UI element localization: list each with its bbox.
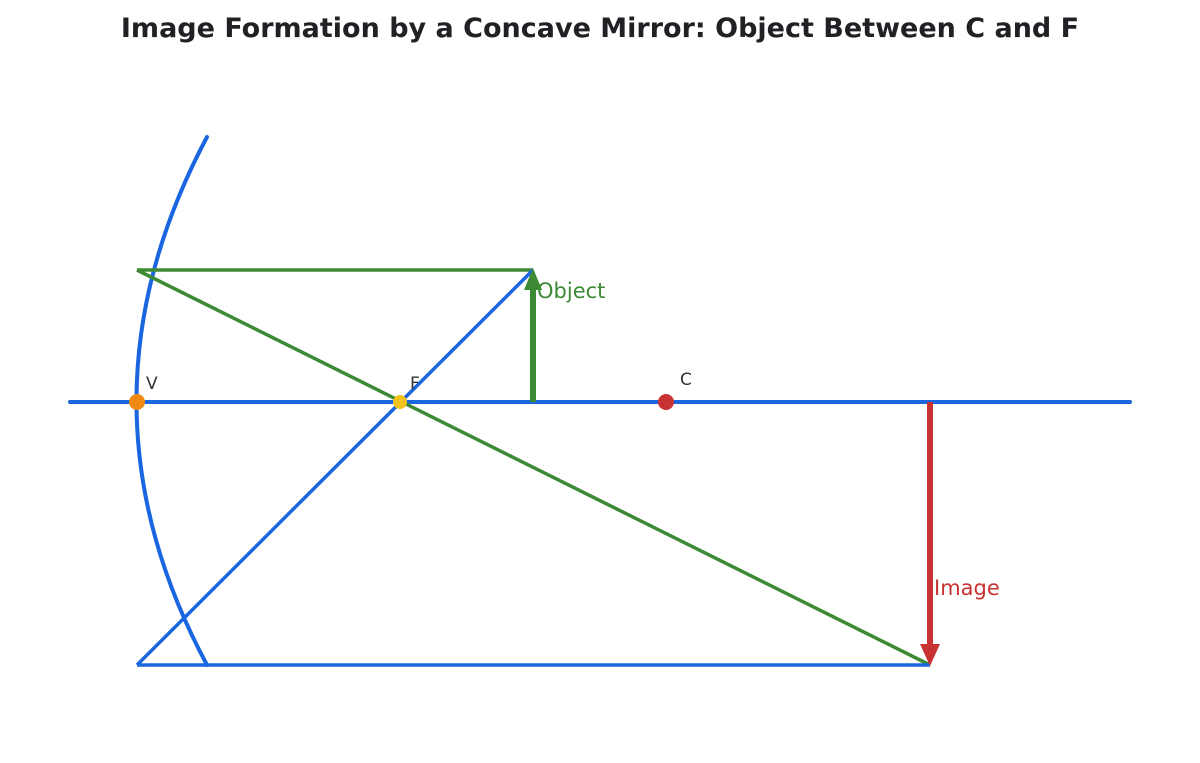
object-arrow-head (524, 268, 542, 290)
vertex-point (129, 394, 145, 410)
focus-label: F (410, 374, 420, 394)
focus-point (393, 395, 407, 409)
image-arrow-head (920, 644, 940, 666)
object-label: Object (537, 279, 605, 303)
vertex-label: V (146, 374, 158, 394)
image-label: Image (934, 576, 1000, 600)
center-point (658, 394, 674, 410)
center-label: C (680, 370, 692, 390)
ray-focal-incident (135, 268, 535, 667)
diagram-title: Image Formation by a Concave Mirror: Obj… (120, 13, 1080, 44)
ray-parallel-reflected (136, 268, 931, 667)
